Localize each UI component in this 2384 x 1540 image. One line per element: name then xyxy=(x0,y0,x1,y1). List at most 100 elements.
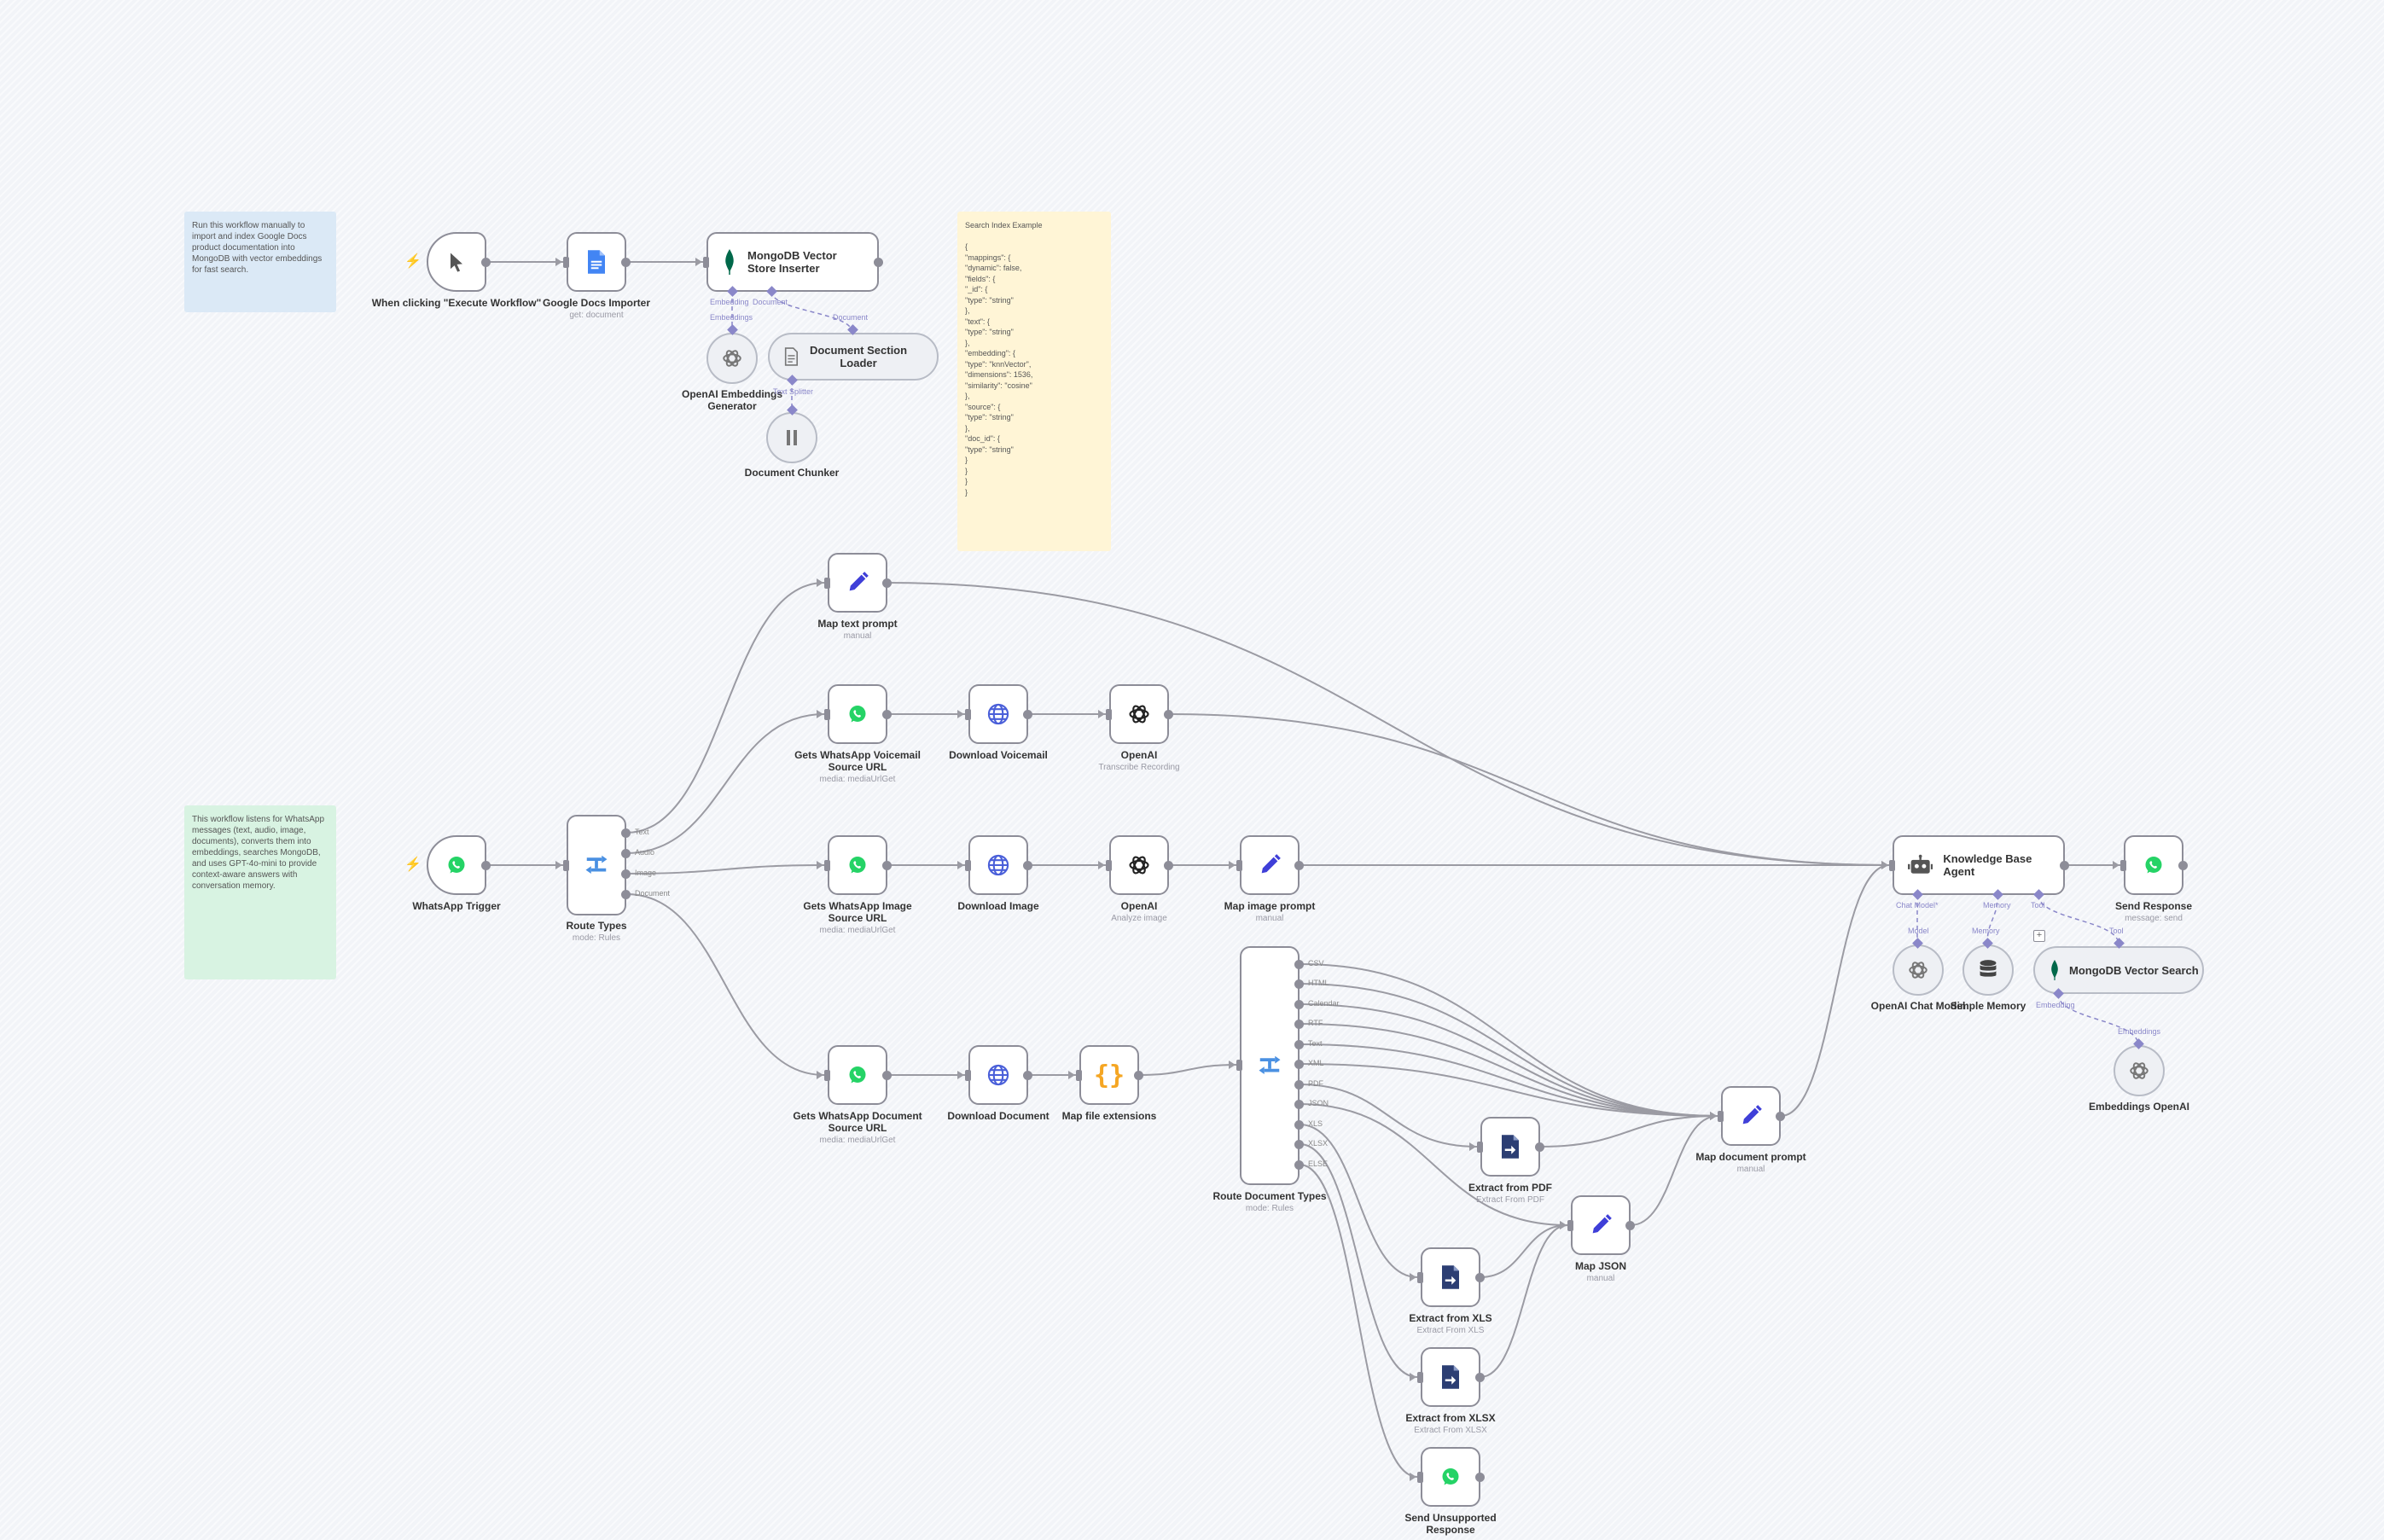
output-handle-text[interactable] xyxy=(621,828,631,838)
output-handle-xls[interactable] xyxy=(1294,1120,1304,1130)
input-handle[interactable] xyxy=(1477,1142,1483,1153)
input-handle[interactable] xyxy=(1106,709,1112,720)
node-download-document[interactable] xyxy=(968,1045,1028,1105)
connection-edge[interactable] xyxy=(1299,983,1718,1117)
node-openai-chat-model[interactable] xyxy=(1893,944,1944,996)
input-handle[interactable] xyxy=(965,709,971,720)
node-extract-from-pdf[interactable] xyxy=(1480,1117,1540,1177)
input-handle[interactable] xyxy=(563,860,569,871)
connection-edge[interactable] xyxy=(1480,1224,1568,1378)
node-send-unsupported-response[interactable] xyxy=(1421,1447,1480,1507)
output-handle[interactable] xyxy=(2178,861,2188,870)
output-handle[interactable] xyxy=(1625,1221,1635,1230)
input-handle[interactable] xyxy=(965,860,971,871)
node-document-source-url[interactable] xyxy=(828,1045,887,1105)
input-handle[interactable] xyxy=(965,1070,971,1081)
connection-edge[interactable] xyxy=(1138,1064,1237,1076)
connection-edge[interactable] xyxy=(1299,1063,1718,1117)
node-simple-memory[interactable] xyxy=(1962,944,2014,996)
input-handle[interactable] xyxy=(1106,860,1112,871)
output-handle[interactable] xyxy=(1164,710,1173,719)
output-handle[interactable] xyxy=(882,710,892,719)
node-knowledge-base-agent[interactable]: Knowledge Base Agent xyxy=(1893,835,2065,895)
output-handle[interactable] xyxy=(1475,1273,1485,1282)
output-handle[interactable] xyxy=(1164,861,1173,870)
input-handle[interactable] xyxy=(1567,1220,1573,1231)
output-handle[interactable] xyxy=(1475,1473,1485,1482)
output-handle[interactable] xyxy=(1535,1142,1544,1152)
add-tool-button[interactable]: + xyxy=(2033,930,2045,942)
input-handle[interactable] xyxy=(1417,1472,1423,1483)
node-openai-analyze[interactable] xyxy=(1109,835,1169,895)
output-handle-document[interactable] xyxy=(621,890,631,899)
node-embeddings-openai[interactable] xyxy=(2114,1045,2165,1096)
input-handle[interactable] xyxy=(1889,860,1895,871)
node-document-chunker[interactable] xyxy=(766,412,817,463)
output-handle-json[interactable] xyxy=(1294,1100,1304,1109)
node-manual-trigger[interactable] xyxy=(427,232,486,292)
input-handle[interactable] xyxy=(824,860,830,871)
connection-edge[interactable] xyxy=(1299,1143,1418,1378)
input-handle[interactable] xyxy=(703,257,709,268)
output-handle[interactable] xyxy=(1475,1373,1485,1382)
node-download-image[interactable] xyxy=(968,835,1028,895)
output-handle[interactable] xyxy=(1023,710,1032,719)
output-handle[interactable] xyxy=(1023,861,1032,870)
input-handle[interactable] xyxy=(2120,860,2126,871)
node-image-source-url[interactable] xyxy=(828,835,887,895)
node-mongodb-vector-search[interactable]: MongoDB Vector Search xyxy=(2033,946,2204,994)
input-handle[interactable] xyxy=(824,1070,830,1081)
output-handle[interactable] xyxy=(874,258,883,267)
output-handle[interactable] xyxy=(1023,1071,1032,1080)
output-handle[interactable] xyxy=(882,861,892,870)
node-map-json[interactable] xyxy=(1571,1195,1631,1255)
connection-edge[interactable] xyxy=(1539,1115,1718,1148)
output-handle-csv[interactable] xyxy=(1294,960,1304,969)
sticky-note-manual[interactable]: Run this workflow manually to import and… xyxy=(184,212,336,312)
input-handle[interactable] xyxy=(563,257,569,268)
node-route-types[interactable] xyxy=(567,815,626,915)
node-send-response[interactable] xyxy=(2124,835,2183,895)
connection-edge[interactable] xyxy=(1299,1003,1718,1117)
input-handle[interactable] xyxy=(1076,1070,1082,1081)
input-handle[interactable] xyxy=(1417,1372,1423,1383)
node-document-section-loader[interactable]: Document Section Loader xyxy=(768,333,939,381)
connection-edge[interactable] xyxy=(1299,1043,1718,1117)
output-handle-calendar[interactable] xyxy=(1294,1000,1304,1009)
node-map-file-extensions[interactable]: {} xyxy=(1079,1045,1139,1105)
input-handle[interactable] xyxy=(1236,860,1242,871)
output-handle[interactable] xyxy=(2060,861,2069,870)
output-handle-xlsx[interactable] xyxy=(1294,1140,1304,1149)
output-handle[interactable] xyxy=(882,1071,892,1080)
output-handle-rtf[interactable] xyxy=(1294,1020,1304,1029)
connection-edge[interactable] xyxy=(1299,1023,1718,1117)
input-handle[interactable] xyxy=(1718,1111,1724,1122)
node-map-image-prompt[interactable] xyxy=(1240,835,1300,895)
input-handle[interactable] xyxy=(1236,1060,1242,1071)
node-extract-from-xls[interactable] xyxy=(1421,1247,1480,1307)
node-extract-from-xlsx[interactable] xyxy=(1421,1347,1480,1407)
output-handle-image[interactable] xyxy=(621,869,631,879)
output-handle[interactable] xyxy=(481,258,491,267)
connection-edge[interactable] xyxy=(1299,963,1718,1117)
output-handle-audio[interactable] xyxy=(621,849,631,858)
output-handle[interactable] xyxy=(621,258,631,267)
node-map-document-prompt[interactable] xyxy=(1721,1086,1781,1146)
output-handle[interactable] xyxy=(1776,1112,1785,1121)
node-map-text-prompt[interactable] xyxy=(828,553,887,613)
sticky-note-search-index[interactable]: Search Index Example { "mappings": { "dy… xyxy=(957,212,1111,551)
node-mongodb-vector-store-inserter[interactable]: MongoDB Vector Store Inserter xyxy=(706,232,879,292)
output-handle[interactable] xyxy=(1294,861,1304,870)
sticky-note-whatsapp[interactable]: This workflow listens for WhatsApp messa… xyxy=(184,805,336,979)
connection-edge[interactable] xyxy=(1780,864,1890,1117)
connection-edge[interactable] xyxy=(887,582,1890,866)
output-handle-else[interactable] xyxy=(1294,1160,1304,1170)
node-whatsapp-trigger[interactable] xyxy=(427,835,486,895)
output-handle[interactable] xyxy=(481,861,491,870)
input-handle[interactable] xyxy=(1417,1272,1423,1283)
node-route-document-types[interactable] xyxy=(1240,946,1300,1185)
output-handle-xml[interactable] xyxy=(1294,1060,1304,1069)
output-handle-pdf[interactable] xyxy=(1294,1080,1304,1090)
node-voicemail-source-url[interactable] xyxy=(828,684,887,744)
input-handle[interactable] xyxy=(824,578,830,589)
